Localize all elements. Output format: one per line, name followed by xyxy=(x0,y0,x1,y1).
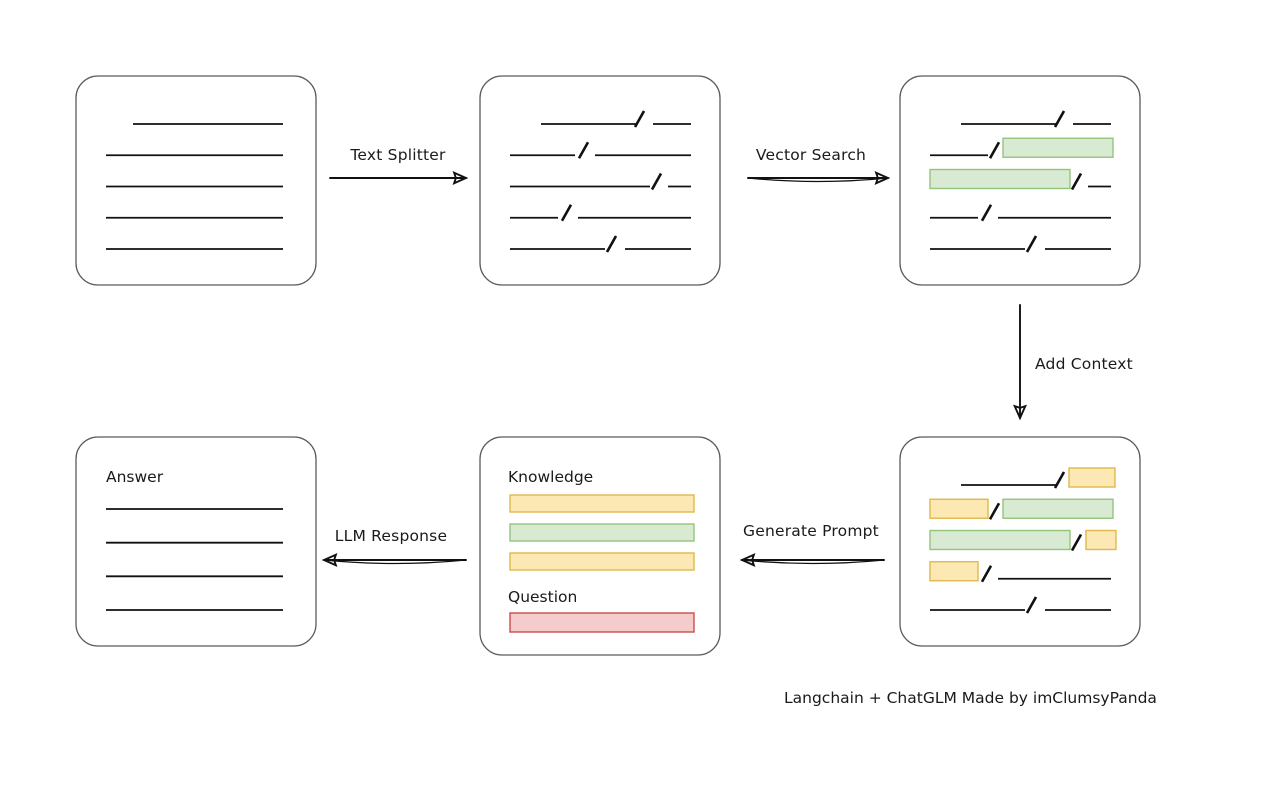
separator-slash xyxy=(980,204,993,222)
node-card-answer[interactable] xyxy=(75,436,317,647)
separator-slash xyxy=(577,141,590,159)
node-label-answer-0: Answer xyxy=(106,468,164,486)
arrow-label-llm-response: LLM Response xyxy=(335,527,447,545)
diagram-caption: Langchain + ChatGLM Made by imClumsyPand… xyxy=(784,689,1157,707)
node-card-split-chunks[interactable] xyxy=(479,75,721,286)
arrow-vector-search: Vector Search xyxy=(747,146,891,186)
highlight-yellow-segment xyxy=(929,498,989,519)
text-row xyxy=(929,529,1117,552)
arrow-label-vector-search: Vector Search xyxy=(756,146,866,164)
text-row xyxy=(961,467,1116,489)
node-card-prompt[interactable] xyxy=(479,436,721,656)
arrow-llm-response: LLM Response xyxy=(321,527,467,568)
text-row xyxy=(930,137,1114,159)
text-row xyxy=(961,110,1111,128)
arrow-shaft-secondary xyxy=(747,177,889,183)
node-label-prompt-0: Knowledge xyxy=(508,468,593,486)
text-row xyxy=(929,168,1111,191)
highlight-green-bar xyxy=(509,523,695,542)
text-row xyxy=(929,561,1111,583)
highlight-green-segment xyxy=(929,168,1071,190)
highlight-yellow-segment xyxy=(1085,529,1117,551)
node-card-source-document[interactable] xyxy=(75,75,317,286)
arrow-label-generate-prompt: Generate Prompt xyxy=(743,522,879,540)
text-row xyxy=(510,172,691,191)
node-label-prompt-1: Question xyxy=(508,588,577,606)
arrow-shaft-secondary xyxy=(323,559,467,565)
node-split-chunks[interactable] xyxy=(479,75,721,286)
node-context-chunks[interactable] xyxy=(899,436,1141,647)
highlight-green-segment xyxy=(1002,498,1114,519)
separator-slash xyxy=(1053,110,1066,128)
separator-slash xyxy=(1053,471,1066,489)
separator-slash xyxy=(1070,533,1083,552)
arrow-head xyxy=(739,552,756,568)
arrow-generate-prompt: Generate Prompt xyxy=(739,522,885,568)
text-row xyxy=(930,204,1111,222)
highlight-green-segment xyxy=(929,529,1071,551)
arrow-head xyxy=(321,552,338,568)
arrow-shaft-secondary xyxy=(741,559,885,565)
highlight-red-bar xyxy=(509,612,695,633)
arrow-head xyxy=(1012,404,1028,421)
separator-slash xyxy=(650,172,663,191)
text-row xyxy=(541,110,691,128)
separator-slash xyxy=(980,565,993,583)
separator-slash xyxy=(988,141,1001,159)
arrow-label-text-splitter: Text Splitter xyxy=(349,146,446,164)
highlight-yellow-bar xyxy=(509,494,695,513)
separator-slash xyxy=(605,235,618,253)
text-row xyxy=(510,235,691,253)
separator-slash xyxy=(1025,596,1038,614)
text-row xyxy=(930,235,1111,253)
highlight-green-segment xyxy=(1002,137,1114,158)
arrow-label-add-context: Add Context xyxy=(1035,355,1133,373)
arrow-text-splitter: Text Splitter xyxy=(329,146,469,186)
highlight-yellow-segment xyxy=(1068,467,1116,488)
node-retrieved-chunks[interactable] xyxy=(899,75,1141,286)
text-row xyxy=(510,204,691,222)
separator-slash xyxy=(560,204,573,222)
text-row xyxy=(930,596,1111,614)
arrow-head xyxy=(874,170,891,186)
node-answer[interactable]: Answer xyxy=(75,436,317,647)
separator-slash xyxy=(633,110,646,128)
highlight-yellow-segment xyxy=(929,561,979,582)
text-row xyxy=(929,498,1114,520)
separator-slash xyxy=(1025,235,1038,253)
node-source-document[interactable] xyxy=(75,75,317,286)
arrow-head xyxy=(452,170,469,186)
separator-slash xyxy=(1070,172,1083,191)
text-row xyxy=(510,141,691,159)
highlight-yellow-bar xyxy=(509,552,695,571)
separator-slash xyxy=(988,502,1001,520)
arrow-add-context: Add Context xyxy=(1012,304,1133,421)
